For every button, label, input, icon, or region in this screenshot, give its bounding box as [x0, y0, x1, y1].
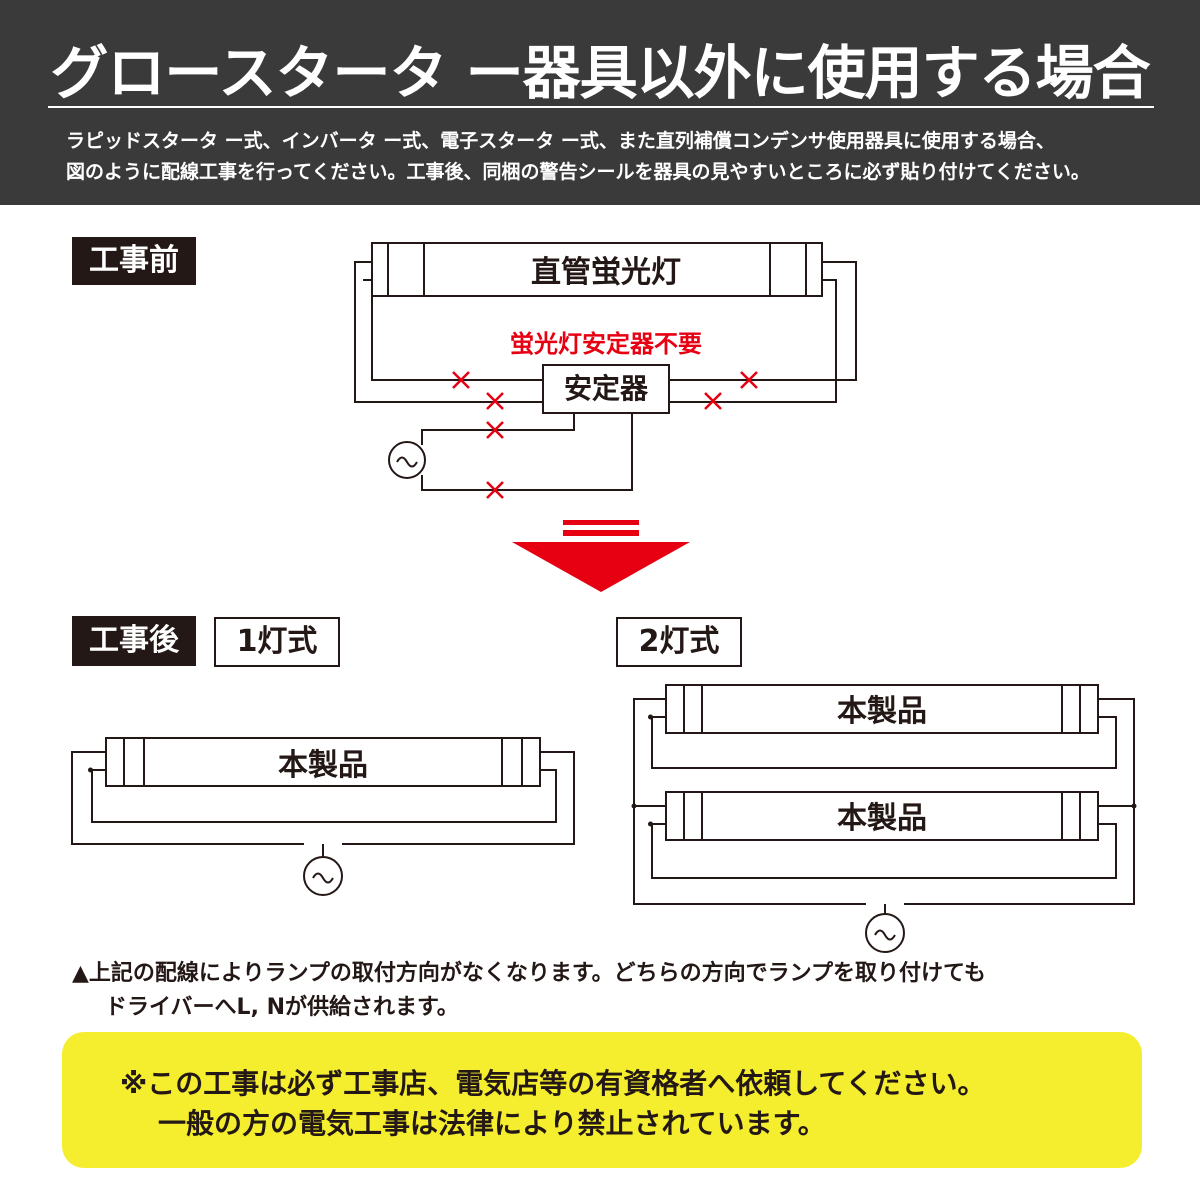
double-lamp-label: 2灯式: [616, 617, 742, 667]
header-description: ラピッドスタータ ー式、インバータ ー式、電子スタータ ー式、また直列補償コンデ…: [66, 126, 1176, 188]
single-lamp-label: 1灯式: [214, 617, 340, 667]
header-divider: [48, 106, 1154, 108]
warning-line: 一般の方の電気工事は法律により禁止されています。: [158, 1107, 826, 1140]
ac-source-icon: [388, 441, 426, 479]
product-label: 本製品: [837, 801, 927, 836]
ac-source-icon: [303, 844, 343, 896]
header-description-line: ラピッドスタータ ー式、インバータ ー式、電子スタータ ー式、また直列補償コンデ…: [66, 130, 1055, 152]
header-banner: グロースタータ ー器具以外に使用する場合 ラピッドスタータ ー式、インバータ ー…: [0, 0, 1200, 205]
product-label: 本製品: [837, 694, 927, 729]
product-label: 本製品: [278, 748, 368, 783]
wiring-note: ▲上記の配線によりランプの取付方向がなくなります。どちらの方向でランプを取り付け…: [72, 957, 1172, 1025]
before-label: 工事前: [72, 237, 196, 285]
warning-line: ※この工事は必ず工事店、電気店等の有資格者へ依頼してください。: [120, 1067, 986, 1100]
ballast-box: [542, 364, 670, 414]
header-description-line: 図のように配線工事を行ってください。工事後、同梱の警告シールを器具の見やすいとこ…: [66, 161, 1090, 183]
fluorescent-tube: 直管蛍光灯: [371, 242, 823, 297]
after-label: 工事後: [72, 616, 196, 666]
before-diagram: 直管蛍光灯 安定器 蛍光灯安定器不要: [354, 242, 857, 499]
single-lamp-diagram: 本製品: [71, 737, 575, 896]
wiring-note-line: ドライバーへL, Nが供給されます。: [105, 995, 459, 1020]
page-title: グロースタータ ー器具以外に使用する場合: [50, 39, 1150, 107]
fluorescent-tube-label: 直管蛍光灯: [531, 255, 681, 290]
ballast-not-required-label: 蛍光灯安定器不要: [510, 330, 702, 358]
ac-source-icon: [865, 904, 905, 953]
wiring-note-line: ▲上記の配線によりランプの取付方向がなくなります。どちらの方向でランプを取り付け…: [72, 961, 986, 986]
warning-box: ※この工事は必ず工事店、電気店等の有資格者へ依頼してください。 一般の方の電気工…: [62, 1032, 1142, 1168]
cross-mark-icon: [452, 371, 758, 499]
down-arrow-icon: [512, 520, 690, 592]
double-lamp-diagram: 本製品 本製品: [631, 684, 1137, 953]
ballast-label: 安定器: [564, 372, 649, 405]
